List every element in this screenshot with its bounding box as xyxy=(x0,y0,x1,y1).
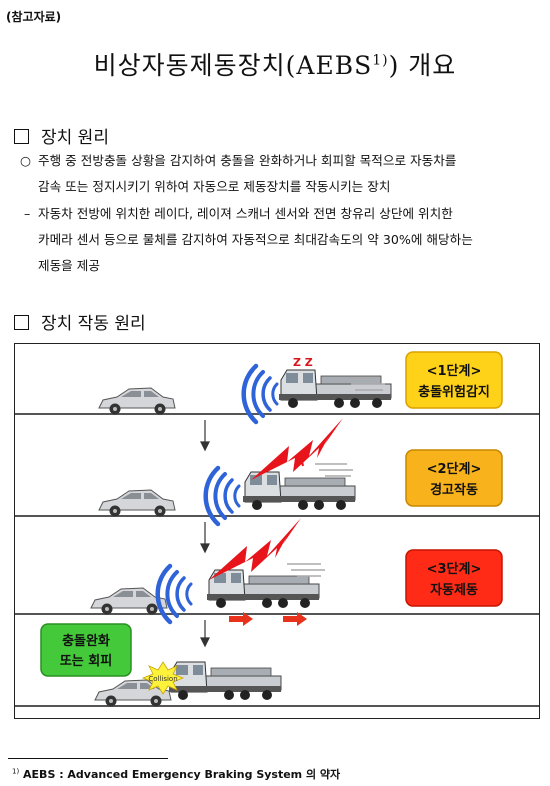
dash-bullet-icon: – xyxy=(24,206,31,221)
dash-line-2: 카메라 센서 등으로 물체를 감지하여 자동적으로 최대감속도의 약 30%에 … xyxy=(38,232,473,247)
dash-line-3: 제동을 제공 xyxy=(38,258,100,273)
section-heading-operation: 장치 작동 원리 xyxy=(14,309,146,334)
footnote-mark: 1) xyxy=(12,767,20,776)
checkbox-icon xyxy=(14,315,29,330)
collision-burst-icon xyxy=(141,661,185,695)
circle-bullet-icon: ○ xyxy=(20,153,31,168)
stage3-desc: 자동제동 xyxy=(430,583,478,598)
stage2-desc: 경고작동 xyxy=(430,482,478,498)
footnote-ref: 1) xyxy=(372,52,389,69)
bullet-line-2: 감속 또는 정지시키기 위하여 자동으로 제동장치를 작동시키는 장치 xyxy=(38,179,391,194)
sleep-mark: Z Z xyxy=(293,356,313,369)
footnote-divider xyxy=(8,758,168,759)
aebs-operation-diagram: Z Z Collision <1단계> 충돌위험감지 <2단계> 경고작동 <3… xyxy=(14,343,540,719)
stage1-label: <1단계> xyxy=(427,363,482,379)
stage2-label: <2단계> xyxy=(427,461,482,477)
checkbox-icon xyxy=(14,129,29,144)
brake-arrows-icon xyxy=(229,612,307,626)
bullet-paragraph: ○ 주행 중 전방충돌 상황을 감지하여 충돌을 완화하거나 회피할 목적으로 … xyxy=(20,148,548,200)
stage2-box xyxy=(405,449,503,507)
truck-icon xyxy=(278,369,392,409)
dash-paragraph: – 자동차 전방에 위치한 레이다, 레이져 스캐너 센서와 전면 창유리 상단… xyxy=(24,201,548,279)
stage1-box xyxy=(405,351,503,409)
bullet-line-1: 주행 중 전방충돌 상황을 감지하여 충돌을 완화하거나 회피할 목적으로 자동… xyxy=(38,153,457,168)
mitigation-line-2: 또는 회피 xyxy=(60,653,112,669)
car-icon xyxy=(98,387,176,415)
car-icon xyxy=(98,489,176,517)
footnote: 1) AEBS : Advanced Emergency Braking Sys… xyxy=(12,766,340,782)
stage1-desc: 충돌위험감지 xyxy=(418,384,490,400)
stage3-box xyxy=(405,549,503,607)
mitigation-line-1: 충돌완화 xyxy=(62,633,110,649)
warning-bolt-icon xyxy=(251,418,343,480)
mitigation-box xyxy=(40,623,132,677)
reference-label: (참고자료) xyxy=(6,10,62,24)
diagram-svg: Z Z Collision <1단계> 충돌위험감지 <2단계> 경고작동 <3… xyxy=(15,351,539,707)
page-title: 비상자동제동장치(AEBS1)) 개요 xyxy=(93,51,457,80)
footnote-text: AEBS : Advanced Emergency Braking System… xyxy=(23,768,341,781)
truck-icon xyxy=(168,661,282,701)
warning-bolt-icon xyxy=(209,518,301,580)
dash-line-1: 자동차 전방에 위치한 레이다, 레이져 스캐너 센서와 전면 창유리 상단에 … xyxy=(38,206,453,221)
section-heading-principle: 장치 원리 xyxy=(14,123,109,148)
collision-label: Collision xyxy=(148,675,177,683)
stage3-label: <3단계> xyxy=(427,561,482,577)
truck-icon xyxy=(242,471,356,511)
